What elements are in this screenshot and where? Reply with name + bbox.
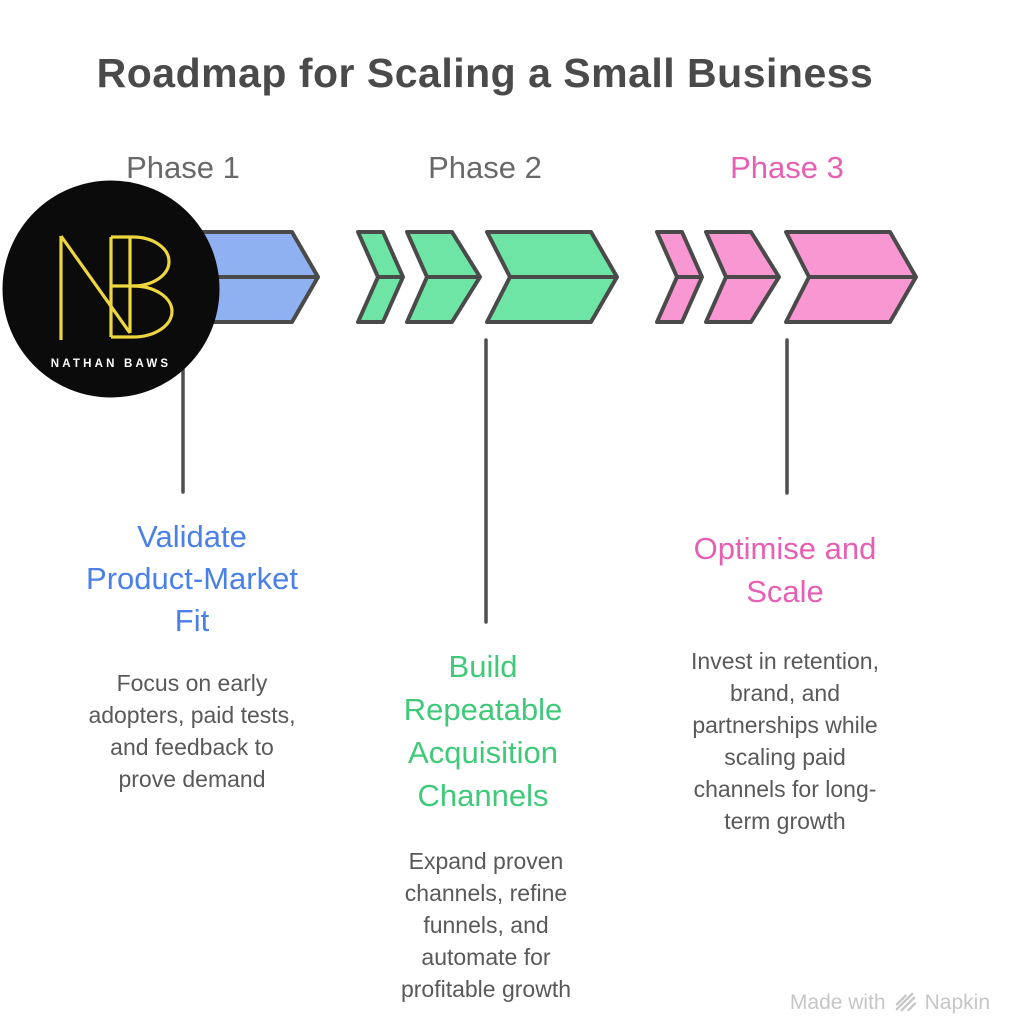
phase-3-arrows <box>655 230 918 324</box>
phase-2-label: Phase 2 <box>428 150 542 185</box>
logo-name: NATHAN BAWS <box>51 358 172 370</box>
phase-2-arrows <box>356 230 619 324</box>
watermark-prefix: Made with <box>789 990 886 1014</box>
phase-3-description: Invest in retention, brand, and partners… <box>691 648 879 834</box>
phase-2-description: Expand proven channels, refine funnels, … <box>400 848 572 1002</box>
phase-3-heading: Optimise and Scale <box>693 531 877 609</box>
phase-2-heading: Build Repeatable Acquisition Channels <box>403 649 563 813</box>
nb-monogram-icon <box>59 235 174 340</box>
made-with-napkin-watermark: Made with Napkin <box>740 990 990 1015</box>
phase-1-label: Phase 1 <box>126 150 240 185</box>
napkin-logo-icon <box>895 992 916 1012</box>
brand-logo: NATHAN BAWS <box>2 180 220 398</box>
phase-3-label: Phase 3 <box>730 150 844 185</box>
watermark-brand: Napkin <box>924 990 990 1014</box>
phase-1-heading: Validate Product-Market Fit <box>86 519 298 638</box>
phase-1-description: Focus on early adopters, paid tests, and… <box>88 670 296 792</box>
page-title: Roadmap for Scaling a Small Business <box>96 50 874 96</box>
